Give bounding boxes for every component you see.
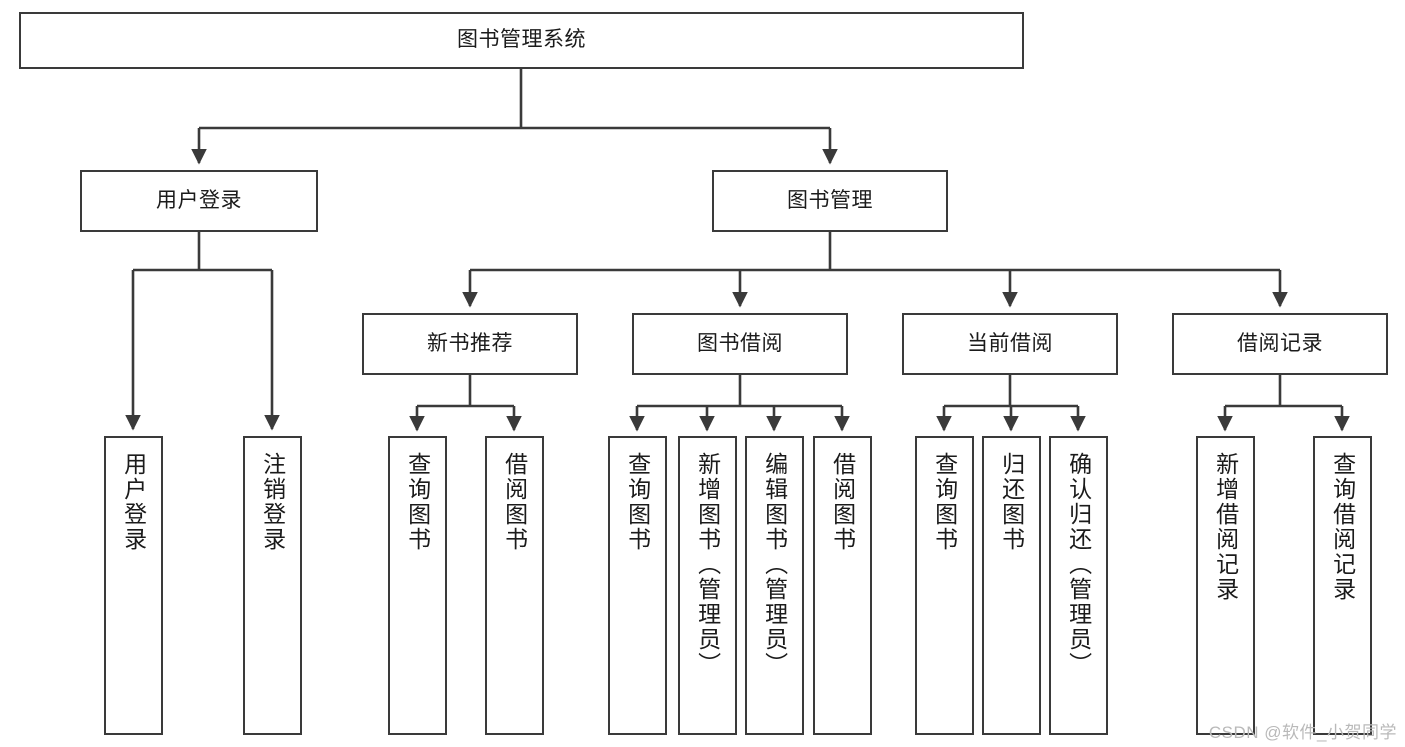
node-leaf-borrow-book-1-label: 借阅图书	[501, 452, 528, 552]
node-leaf-edit-book[interactable]: 编辑图书（管理员）	[745, 436, 804, 735]
node-leaf-query-book-2[interactable]: 查询图书	[608, 436, 667, 735]
node-leaf-query-record-label: 查询借阅记录	[1329, 452, 1356, 602]
node-current-borrow[interactable]: 当前借阅	[902, 313, 1118, 375]
node-book-borrow-label: 图书借阅	[697, 331, 783, 355]
node-leaf-logout-label: 注销登录	[259, 452, 286, 552]
node-leaf-logout[interactable]: 注销登录	[243, 436, 302, 735]
node-user-login[interactable]: 用户登录	[80, 170, 318, 232]
node-leaf-add-book[interactable]: 新增图书（管理员）	[678, 436, 737, 735]
node-leaf-query-book-2-label: 查询图书	[624, 452, 651, 552]
node-borrow-record-label: 借阅记录	[1237, 331, 1323, 355]
node-leaf-confirm-return-label: 确认归还（管理员）	[1065, 452, 1092, 677]
node-leaf-user-login[interactable]: 用户登录	[104, 436, 163, 735]
node-root-label: 图书管理系统	[457, 28, 586, 52]
node-new-book-rec-label: 新书推荐	[427, 331, 513, 355]
watermark-text: CSDN @软件_小贺同学	[1208, 723, 1397, 742]
node-leaf-add-record[interactable]: 新增借阅记录	[1196, 436, 1255, 735]
node-leaf-add-record-label: 新增借阅记录	[1212, 452, 1239, 602]
node-new-book-rec[interactable]: 新书推荐	[362, 313, 578, 375]
node-leaf-borrow-book-2[interactable]: 借阅图书	[813, 436, 872, 735]
node-leaf-user-login-label: 用户登录	[120, 452, 147, 552]
node-leaf-return-book-label: 归还图书	[998, 452, 1025, 552]
node-borrow-record[interactable]: 借阅记录	[1172, 313, 1388, 375]
node-book-manage-label: 图书管理	[787, 188, 873, 212]
node-leaf-query-book-3[interactable]: 查询图书	[915, 436, 974, 735]
node-leaf-add-book-label: 新增图书（管理员）	[694, 452, 721, 677]
node-leaf-confirm-return[interactable]: 确认归还（管理员）	[1049, 436, 1108, 735]
node-leaf-borrow-book-2-label: 借阅图书	[829, 452, 856, 552]
node-leaf-query-book-3-label: 查询图书	[931, 452, 958, 552]
node-user-login-label: 用户登录	[156, 188, 242, 212]
node-leaf-borrow-book-1[interactable]: 借阅图书	[485, 436, 544, 735]
node-leaf-query-record[interactable]: 查询借阅记录	[1313, 436, 1372, 735]
node-book-manage[interactable]: 图书管理	[712, 170, 948, 232]
node-leaf-edit-book-label: 编辑图书（管理员）	[761, 452, 788, 677]
node-leaf-query-book-1[interactable]: 查询图书	[388, 436, 447, 735]
node-current-borrow-label: 当前借阅	[967, 331, 1053, 355]
node-leaf-query-book-1-label: 查询图书	[404, 452, 431, 552]
node-book-borrow[interactable]: 图书借阅	[632, 313, 848, 375]
node-leaf-return-book[interactable]: 归还图书	[982, 436, 1041, 735]
node-root[interactable]: 图书管理系统	[19, 12, 1024, 69]
